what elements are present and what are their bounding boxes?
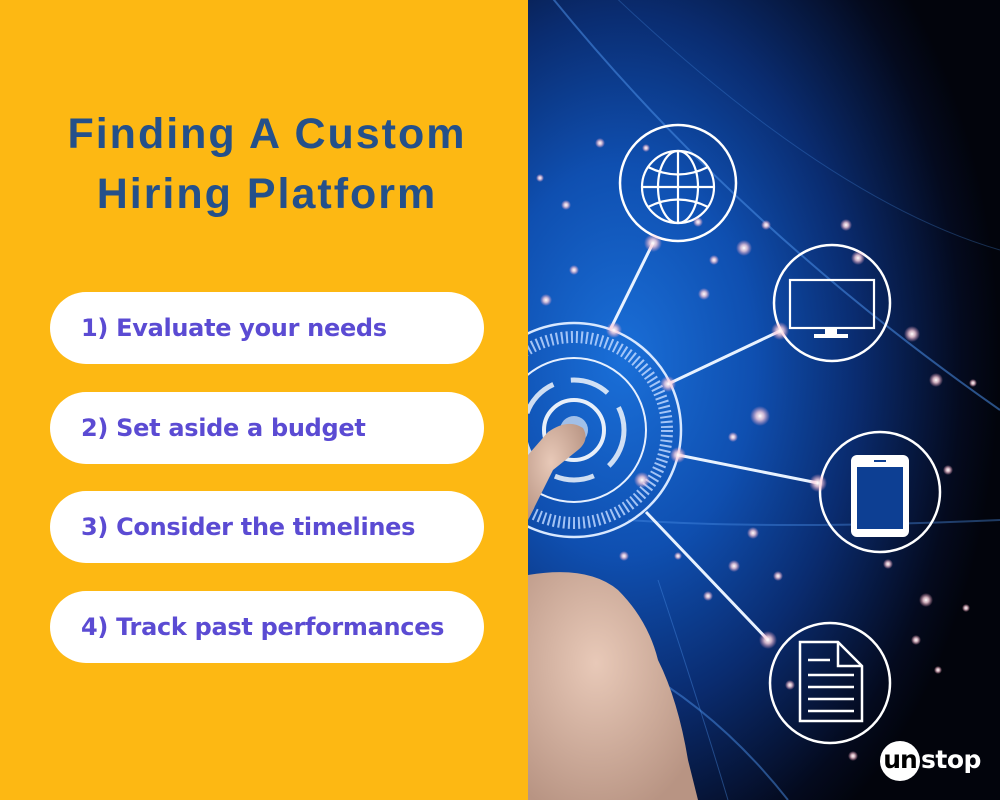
tablet-icon	[851, 455, 909, 537]
step-item-4: 4) Track past performances	[50, 591, 484, 663]
page-title: Finding A Custom Hiring Platform	[0, 104, 534, 224]
step-label: 4) Track past performances	[81, 613, 445, 641]
step-label: 3) Consider the timelines	[81, 513, 416, 541]
document-icon	[798, 640, 864, 723]
touch-target	[528, 321, 683, 539]
step-item-1: 1) Evaluate your needs	[50, 292, 484, 364]
hand-image	[528, 423, 698, 800]
monitor-icon	[788, 278, 876, 338]
document-node	[768, 621, 892, 745]
step-label: 2) Set aside a budget	[81, 414, 366, 442]
tablet-node	[818, 430, 942, 554]
connection-lines	[608, 242, 819, 642]
globe-node	[618, 123, 738, 243]
glow-particles	[536, 138, 977, 761]
logo-text: stop	[921, 745, 981, 774]
globe-icon	[640, 149, 716, 225]
tech-illustration	[528, 0, 1000, 800]
logo-circle: un	[880, 741, 920, 781]
network-illustration	[528, 0, 1000, 800]
monitor-node	[772, 243, 892, 363]
title-line-1: Finding A Custom	[67, 110, 467, 158]
left-panel: Finding A Custom Hiring Platform 1) Eval…	[50, 110, 484, 663]
step-label: 1) Evaluate your needs	[81, 314, 387, 342]
step-item-3: 3) Consider the timelines	[50, 491, 484, 563]
unstop-logo: un stop	[880, 741, 981, 781]
title-line-2: Hiring Platform	[96, 170, 438, 218]
step-item-2: 2) Set aside a budget	[50, 392, 484, 464]
